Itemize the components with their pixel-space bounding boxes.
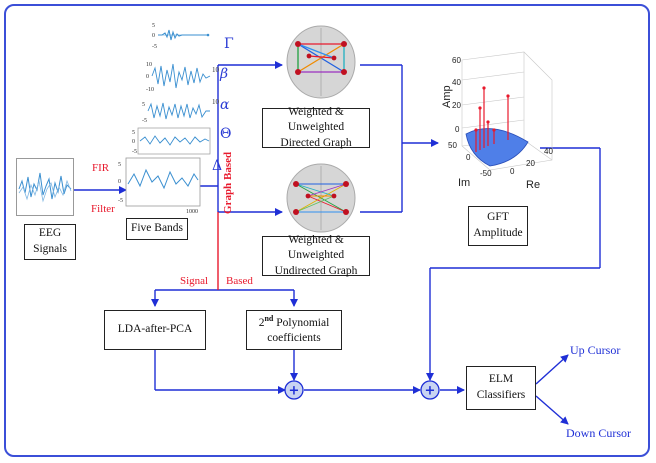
elm-classifiers-box: ELM Classifiers: [466, 366, 536, 410]
svg-text:10: 10: [146, 62, 152, 68]
svg-text:0: 0: [152, 33, 155, 39]
graph-vertical-label: Graph: [222, 182, 234, 214]
arrow-to-down-cursor: [535, 395, 569, 425]
eeg-waveform: [18, 172, 72, 203]
gft-stems: [475, 88, 509, 152]
diagram-frame: [4, 4, 650, 457]
svg-text:-5: -5: [152, 44, 157, 50]
eeg-signal-thumbnail: [16, 158, 74, 216]
sum-1-symbol: +: [289, 384, 300, 399]
svg-text:-5: -5: [118, 198, 123, 204]
band-stack-tick-1: 10: [212, 66, 219, 74]
band-gamma-label: Γ: [224, 36, 234, 52]
svg-text:60: 60: [452, 56, 461, 65]
undirected-graph-box: Weighted & Unweighted Undirected Graph: [262, 234, 370, 277]
svg-text:0: 0: [132, 139, 135, 145]
svg-text:1000: 1000: [186, 209, 198, 214]
arrow-to-up-cursor: [535, 354, 569, 385]
five-bands-box: Five Bands: [126, 218, 188, 240]
svg-text:Amp: Amp: [441, 85, 453, 108]
brain-network-undirected: [286, 163, 356, 233]
down-cursor-label: Down Cursor: [566, 426, 631, 440]
filter-label: Filter: [91, 203, 115, 215]
gft-surface: [465, 128, 529, 167]
fir-label: FIR: [92, 162, 110, 174]
band-panel-gamma: 5 0 -5: [152, 20, 210, 50]
band-panel-beta: 10 0 -10: [146, 58, 212, 94]
beta-waveform: 10 0 -10: [146, 62, 211, 93]
directed-graph-box: Weighted & Unweighted Directed Graph: [262, 106, 370, 149]
sum-2-symbol: +: [425, 384, 436, 399]
svg-text:5: 5: [152, 23, 155, 29]
band-panel-delta: 5 0 -5 1000: [118, 156, 204, 215]
undirected-brain-graph: [284, 160, 358, 234]
svg-text:5: 5: [132, 130, 135, 136]
svg-text:Im: Im: [458, 177, 470, 189]
svg-text:0: 0: [455, 125, 460, 134]
band-alpha-label: α: [220, 97, 230, 113]
svg-text:40: 40: [452, 78, 461, 87]
svg-text:5: 5: [142, 102, 145, 108]
svg-text:-5: -5: [132, 149, 137, 155]
theta-waveform: 5 0 -5: [132, 127, 211, 155]
svg-text:-10: -10: [146, 87, 154, 93]
sum-node-2: +: [420, 380, 440, 400]
svg-text:Re: Re: [526, 179, 540, 191]
band-beta-label: β: [220, 66, 229, 82]
lda-after-pca-box: LDA-after-PCA: [104, 310, 206, 350]
gft-plot-svg: 60 40 20 0 Amp 50 0 -50 0 20 40 Im Re: [441, 51, 553, 191]
gft-amplitude-box: GFT Amplitude: [468, 206, 528, 246]
directed-brain-graph: [284, 22, 358, 100]
band-panel-alpha: 5 -5: [142, 98, 212, 124]
delta-waveform: 5 0 -5 1000: [118, 157, 201, 215]
based-vertical-label: Based: [222, 151, 234, 180]
svg-text:40: 40: [544, 147, 553, 156]
up-cursor-label: Up Cursor: [570, 343, 621, 357]
sum-node-1: +: [284, 380, 304, 400]
svg-text:0: 0: [510, 167, 515, 176]
band-panel-theta: 5 0 -5: [132, 126, 212, 156]
band-delta-label: Δ: [212, 158, 223, 174]
based-label: Based: [226, 275, 253, 287]
svg-text:0: 0: [466, 153, 471, 162]
svg-text:0: 0: [146, 74, 149, 80]
svg-text:20: 20: [526, 159, 535, 168]
band-stack-tick-2: 10: [212, 98, 219, 106]
svg-text:-5: -5: [142, 118, 147, 124]
alpha-waveform: 5 -5: [142, 102, 210, 124]
svg-text:50: 50: [448, 141, 457, 150]
svg-text:20: 20: [452, 101, 461, 110]
gft-3d-plot: 60 40 20 0 Amp 50 0 -50 0 20 40 Im Re: [432, 50, 572, 200]
brain-network-directed: [286, 25, 356, 99]
svg-text:-50: -50: [480, 169, 492, 178]
polynomial-text: 2nd Polynomial coefficients: [258, 313, 330, 344]
eeg-signals-box: EEG Signals: [24, 224, 76, 260]
signal-label: Signal: [180, 275, 209, 287]
band-theta-label: Θ: [220, 126, 232, 142]
polynomial-coefficients-box: 2nd Polynomial coefficients: [246, 310, 342, 350]
svg-text:5: 5: [118, 162, 121, 168]
gamma-waveform: 5 0 -5: [152, 23, 210, 50]
svg-text:0: 0: [118, 179, 121, 185]
